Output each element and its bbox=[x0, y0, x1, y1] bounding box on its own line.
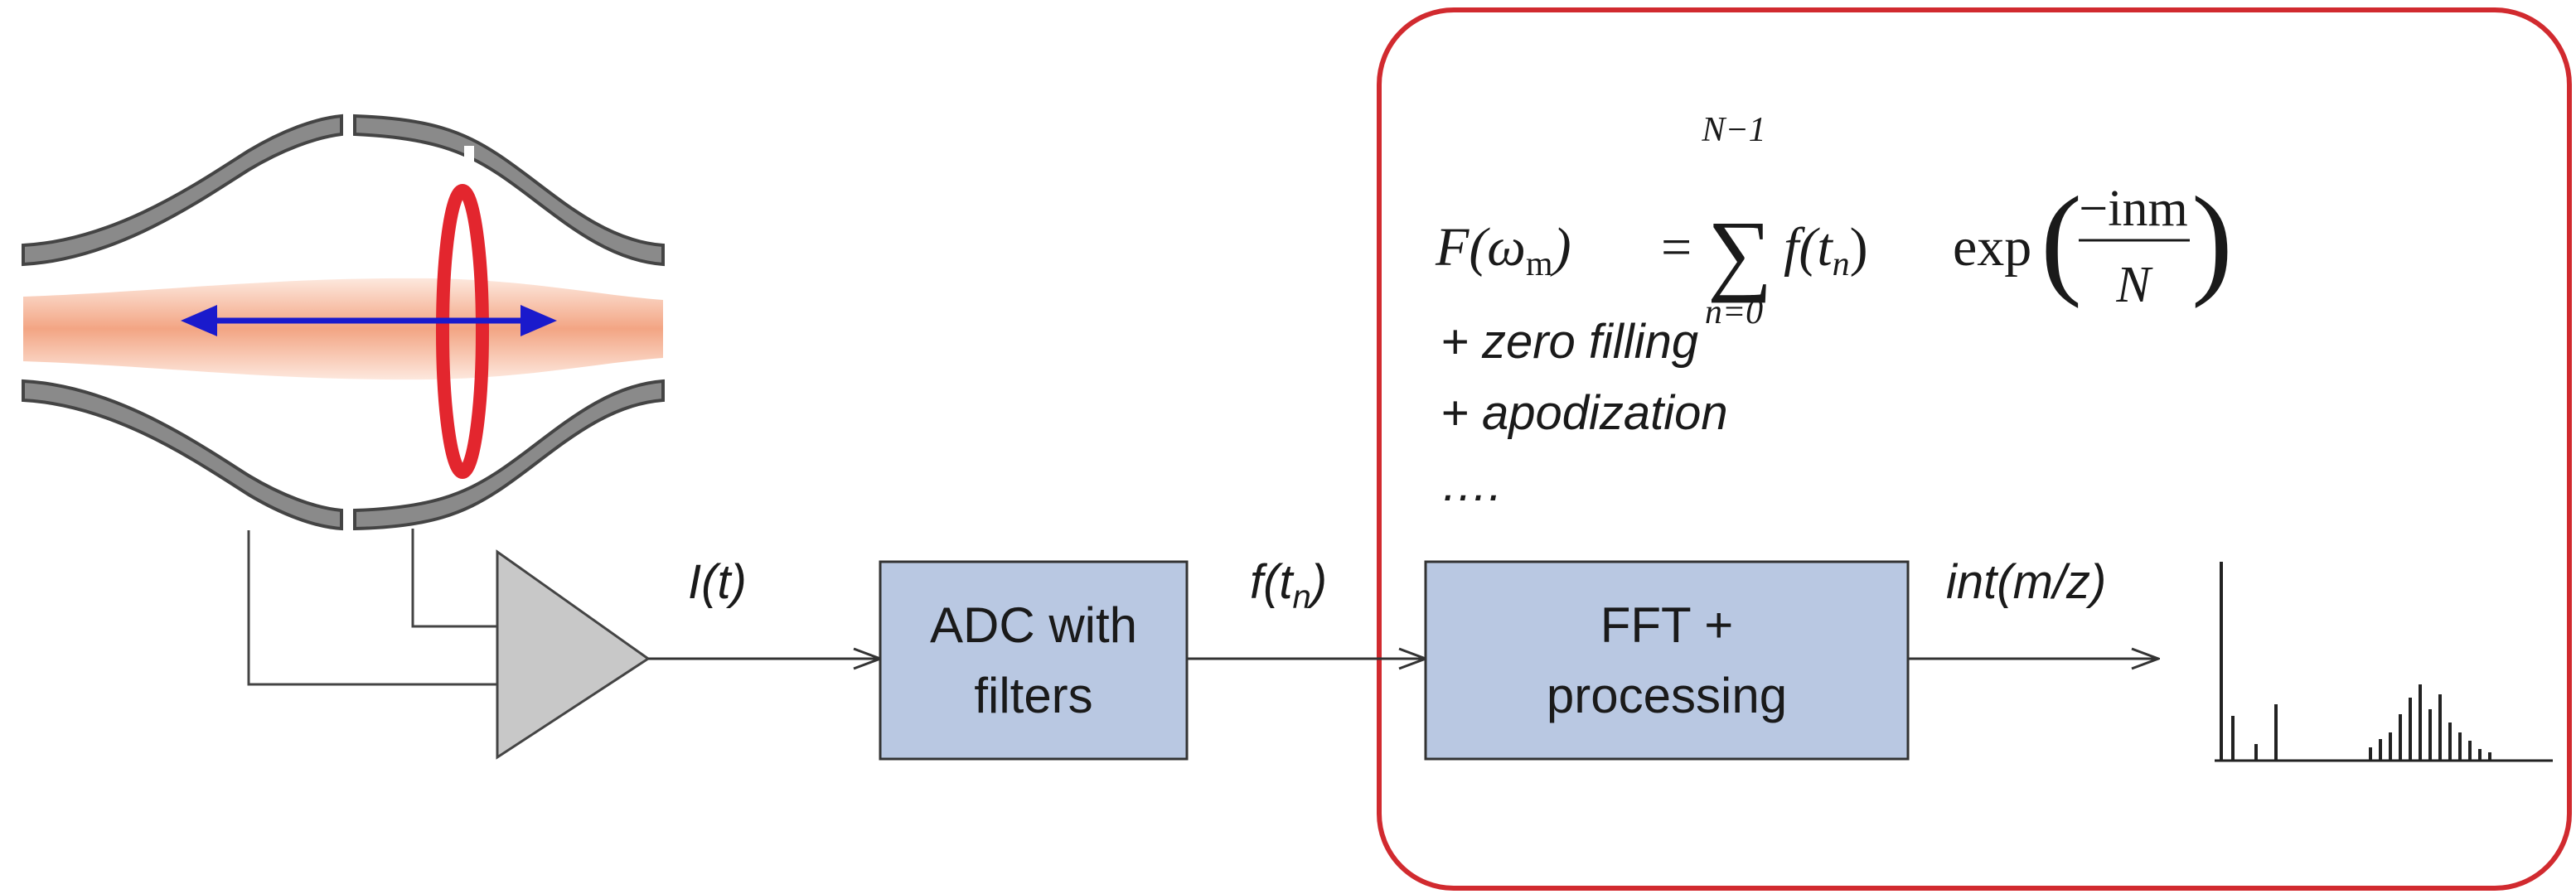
svg-text:∑: ∑ bbox=[1707, 202, 1772, 303]
label-spectrum: int(m/z) bbox=[1946, 555, 2106, 609]
label-sampled: f(tn) bbox=[1250, 555, 1327, 616]
svg-text:f(tn): f(tn) bbox=[1784, 217, 1868, 283]
svg-text:N−1: N−1 bbox=[1701, 111, 1765, 149]
svg-text:=: = bbox=[1661, 217, 1692, 278]
electrode-gap bbox=[464, 146, 474, 179]
svg-text:exp: exp bbox=[1953, 217, 2031, 278]
upper-electrode-right bbox=[353, 114, 665, 267]
label-current: I(t) bbox=[688, 555, 747, 609]
fft-formula: F(ωm) = ∑ N−1 n=0 f(tn) exp ( −inm N ) bbox=[1435, 111, 2233, 331]
ion-trap bbox=[22, 114, 665, 531]
svg-text:−inm: −inm bbox=[2079, 181, 2187, 237]
lower-electrode-left bbox=[22, 379, 343, 531]
adc-label-line1: ADC with bbox=[930, 597, 1137, 653]
processing-panel bbox=[1377, 7, 2572, 891]
svg-text:N: N bbox=[2115, 257, 2153, 313]
svg-text:(: ( bbox=[2041, 172, 2082, 309]
step-ellipsis: …. bbox=[1441, 457, 1502, 511]
detection-wires bbox=[247, 529, 497, 686]
fft-label-line2: processing bbox=[1547, 668, 1787, 723]
svg-text:n=0: n=0 bbox=[1705, 293, 1763, 331]
fft-block: FFT + processing bbox=[1424, 560, 1910, 761]
amplifier bbox=[496, 549, 651, 760]
adc-label-line2: filters bbox=[974, 668, 1092, 723]
excitation-ring bbox=[436, 184, 489, 479]
mass-spectrum bbox=[2215, 562, 2553, 762]
step-apodization: + apodization bbox=[1441, 386, 1728, 440]
lower-electrode-right bbox=[353, 379, 665, 531]
step-zero-filling: + zero filling bbox=[1441, 315, 1698, 369]
ion-cloud bbox=[23, 278, 663, 380]
svg-text:F(ωm): F(ωm) bbox=[1435, 217, 1571, 283]
oscillation-arrow bbox=[181, 305, 557, 336]
fft-label-line1: FFT + bbox=[1600, 597, 1734, 653]
svg-text:): ) bbox=[2191, 172, 2233, 309]
adc-block: ADC with filters bbox=[879, 560, 1189, 761]
upper-electrode-left bbox=[22, 114, 343, 267]
